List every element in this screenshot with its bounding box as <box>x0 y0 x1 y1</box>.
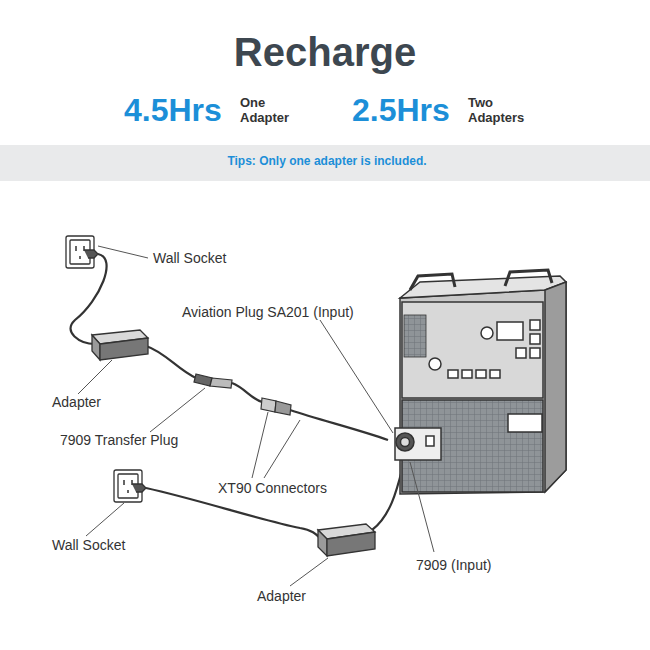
part-label: Adapter <box>257 588 306 604</box>
stat-caption: Two Adapters <box>468 95 530 125</box>
stat-caption: One Adapter <box>240 95 302 125</box>
part-label: 7909 (Input) <box>416 557 492 573</box>
part-label: Adapter <box>52 394 101 410</box>
part-label: 7909 Transfer Plug <box>60 432 178 448</box>
part-label: Aviation Plug SA201 (Input) <box>182 304 354 320</box>
xt90-connectors <box>261 398 291 415</box>
part-label: Wall Socket <box>52 537 125 553</box>
wall-socket <box>114 470 146 502</box>
transfer-plug <box>194 374 232 388</box>
part-label: XT90 Connectors <box>218 480 327 496</box>
stat-value: 2.5Hrs <box>352 92 450 129</box>
stat-value: 4.5Hrs <box>124 92 222 129</box>
adapter <box>318 524 375 556</box>
leader-line <box>78 246 434 586</box>
power-station <box>395 270 566 494</box>
title: Recharge <box>0 30 650 75</box>
cable <box>71 254 404 538</box>
wall-socket <box>66 236 98 268</box>
adapter <box>92 330 148 360</box>
part-label: Wall Socket <box>153 250 226 266</box>
tip-note: Tips: Only one adapter is included. <box>2 154 650 168</box>
